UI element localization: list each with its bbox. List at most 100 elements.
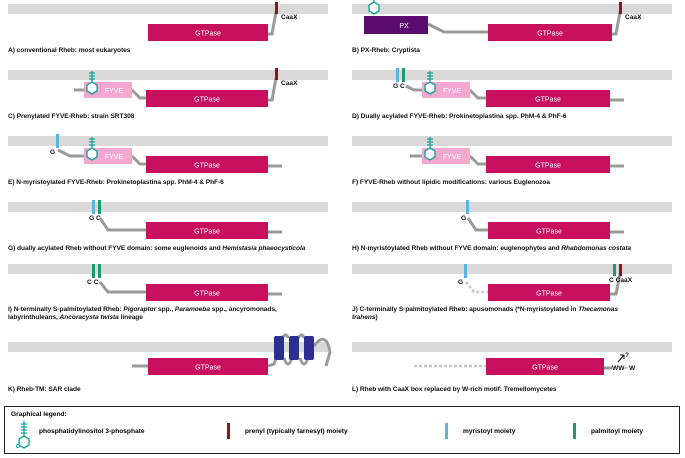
tm-helix-2 [289, 336, 299, 360]
myristoyl-moiety [464, 264, 467, 278]
graphical-legend: Graphical legend: phosphatidylinositol 3… [4, 406, 680, 454]
gtpase-domain [486, 358, 604, 375]
caption-j-text-2: ) [375, 314, 378, 322]
caption-i-species-3: Ancoracysta twista [59, 314, 119, 322]
gtpase-label: GTPase [195, 31, 221, 38]
gtpase-label: GTPase [536, 229, 562, 236]
membrane-band [352, 264, 672, 274]
membrane-band [8, 342, 328, 352]
membrane-band [352, 70, 672, 80]
panel-f: FYVE GTPase F) FYVE-Rheb without lipidic… [348, 134, 678, 194]
membrane-band [8, 70, 328, 80]
c-c-label: C C [87, 279, 99, 286]
fyve-label: FYVE [443, 88, 462, 95]
membrane-band [352, 342, 672, 352]
gtpase-domain [146, 90, 268, 107]
g-c-label: G C [393, 83, 405, 90]
gtpase-domain [146, 284, 268, 301]
g-label: G [50, 149, 55, 156]
panel-j: G GTPase C CaaX J) C-terminally S-palmit… [348, 262, 678, 322]
gtpase-domain [488, 24, 612, 41]
membrane-band [8, 4, 328, 14]
linker [130, 154, 146, 166]
palmitoyl-moiety [613, 264, 616, 276]
caax-label: CaaX [281, 80, 298, 87]
c-terminal-linker [610, 273, 622, 296]
caption-l: L) Rheb with CaaX box replaced by W-rich… [352, 386, 557, 393]
caption-g-species: Hemistasia phaeocysticola [222, 245, 306, 252]
myristoyl-moiety [466, 200, 469, 214]
gtpase-domain [486, 90, 610, 107]
pi3p-icon [424, 71, 436, 95]
myristoyl-moiety [56, 134, 59, 148]
caption-c: C) Prenylated FYVE-Rheb: strain SRT308 [8, 113, 135, 120]
gtpase-domain [148, 24, 268, 41]
gtpase-domain [146, 156, 268, 173]
legend-prenyl: prenyl (typically farnesyl) moiety [245, 428, 348, 435]
fyve-label: FYVE [105, 154, 124, 161]
pi3p-icon [368, 0, 380, 15]
caption-e: E) N-myristoylated FYVE-Rheb: Prokinetop… [8, 179, 224, 186]
c-caax-label: C CaaX [609, 277, 633, 284]
gtpase-domain [486, 156, 610, 173]
panel-c: FYVE GTPase CaaX C) Prenylated FYVE-Rheb… [4, 68, 334, 128]
legend-palmitoyl: palmitoyl moiety [591, 428, 644, 435]
caption-i-text-1: I) N-terminally S-palmitoylated Rheb: [8, 306, 124, 313]
pi3p-icon [86, 71, 98, 95]
gtpase-domain [488, 222, 610, 239]
n-terminal-linker [405, 84, 422, 92]
panel-g: G C GTPase G) dually acylated Rheb witho… [4, 200, 334, 260]
palmitoyl-moiety [98, 264, 101, 278]
caption-h-text: H) N-myristoylated Rheb without FYVE dom… [352, 245, 562, 252]
caption-i: I) N-terminally S-palmitoylated Rheb: Pi… [8, 306, 338, 322]
legend-pi3p: phosphatidylinositol 3-phosphate [39, 428, 145, 435]
palmitoyl-moiety [402, 68, 405, 82]
myristoyl-swatch [445, 423, 448, 439]
linker [427, 22, 488, 34]
membrane-band [8, 136, 328, 146]
g-c-label: G C [89, 215, 101, 222]
px-domain [364, 16, 428, 34]
gtpase-label: GTPase [535, 97, 561, 104]
gtpase-label: GTPase [194, 229, 220, 236]
myristoyl-moiety [396, 68, 399, 82]
panel-d: G C FYVE GTPase D) Dually acylated FYVE-… [348, 68, 678, 128]
dashed-n-terminal-linker [465, 281, 488, 294]
membrane-band [8, 202, 328, 212]
membrane-band [352, 4, 672, 14]
panel-e: G FYVE GTPase E) N-myristoylated FYVE-Rh… [4, 134, 334, 194]
caption-j-text-1: J) C-terminally S-palmitoylated Rheb: ap… [352, 306, 579, 313]
caax-label: CaaX [625, 14, 642, 21]
palmitoyl-moiety [92, 264, 95, 278]
pi3p-icon [15, 421, 30, 449]
gtpase-domain [146, 222, 268, 239]
n-terminal-linker [98, 217, 146, 232]
arrow-icon [617, 354, 625, 363]
linker [130, 88, 146, 100]
w-label: W [629, 365, 636, 372]
membrane-band [8, 264, 328, 274]
panel-b: PX GTPase CaaX B) PX-Rheb: Cryptista [348, 0, 678, 62]
legend-myristoyl: myristoyl moiety [463, 428, 516, 435]
linker [468, 88, 486, 100]
prenyl-moiety [619, 2, 622, 14]
caption-i-species-2: Paramoeba [174, 306, 210, 313]
g-label: G [458, 279, 463, 286]
px-label: PX [399, 23, 409, 30]
panel-h: G GTPase H) N-myristoylated Rheb without… [348, 200, 678, 260]
gtpase-label: GTPase [194, 291, 220, 298]
gtpase-label: GTPase [535, 163, 561, 170]
g-label: G [461, 215, 466, 222]
gtpase-domain [148, 358, 268, 375]
tm-helix-3 [304, 336, 314, 360]
caption-f: F) FYVE-Rheb without lipidic modificatio… [352, 179, 551, 186]
tm-helix-1 [274, 336, 284, 360]
caption-g: G) dually acylated Rheb without FYVE dom… [8, 245, 305, 252]
membrane-band [352, 136, 672, 146]
gtpase-label: GTPase [194, 97, 220, 104]
caption-d: D) Dually acylated FYVE-Rheb: Prokinetop… [352, 113, 567, 120]
n-terminal-linker [466, 217, 488, 232]
palmitoyl-swatch [573, 423, 576, 439]
n-terminal-linker [57, 148, 86, 158]
caption-g-text: G) dually acylated Rheb without FYVE dom… [8, 245, 223, 252]
